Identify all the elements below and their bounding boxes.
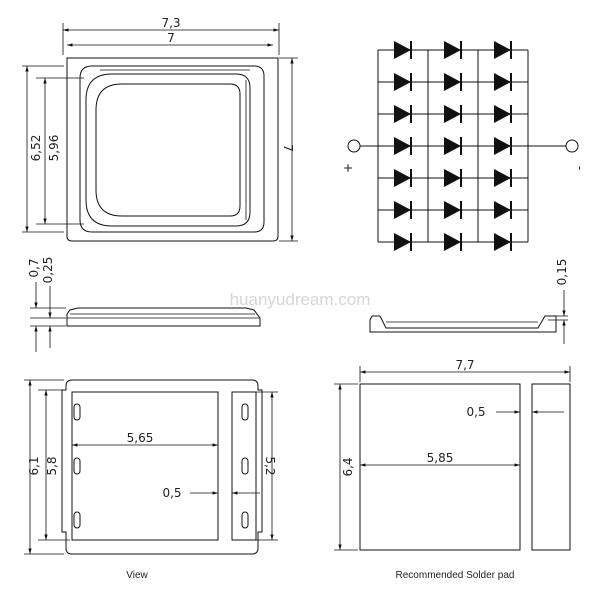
led-diode-icon (394, 169, 411, 187)
top-view-lens (95, 83, 241, 217)
bottom-view: 6,1 5,8 5,65 0,5 5,2 View (24, 379, 278, 581)
led-diode-icon (444, 201, 461, 219)
bottom-view-slot (241, 511, 249, 529)
bottom-view-body (61, 379, 263, 555)
solder-pad-caption: Recommended Solder pad (396, 570, 515, 581)
dim-top-height-lens: 6,52 (29, 135, 43, 162)
side-view-left-body (66, 307, 261, 327)
dim-bottom-pad-height: 5,2 (263, 456, 277, 475)
solder-pad-view: 7,7 0,5 6,4 5,85 Recommended Solder pad (334, 358, 571, 581)
top-view-cavity (85, 73, 251, 227)
led-diode-icon (444, 137, 461, 155)
led-diode-icon (394, 233, 411, 251)
dim-bottom-height-inner: 5,8 (45, 456, 59, 475)
dim-solder-gap: 0,5 (466, 405, 485, 419)
led-diode-icon (394, 41, 411, 59)
led-diode-icon (444, 41, 461, 59)
led-diode-icon (494, 41, 511, 59)
dim-top-height-outer: 7 (281, 144, 295, 152)
bottom-view-slot (73, 511, 81, 529)
led-diode-icon (494, 169, 511, 187)
bottom-view-caption: View (126, 570, 148, 581)
bottom-view-slot (73, 457, 81, 475)
led-diode-icon (494, 105, 511, 123)
dim-side-lens-height: 0,25 (41, 257, 55, 284)
circuit-plus-label: + (341, 163, 355, 173)
top-view-notch (272, 57, 279, 64)
circuit-terminal-positive (347, 139, 361, 153)
dim-side-total-height: 0,7 (27, 258, 41, 277)
bottom-view-electrode-pad (231, 391, 257, 541)
led-diode-icon (444, 233, 461, 251)
led-diode-icon (394, 105, 411, 123)
top-view-inner-frame (79, 65, 265, 233)
bottom-view-slot (241, 457, 249, 475)
solder-pad-thermal (359, 383, 521, 551)
dim-top-height-inner: 5,96 (47, 135, 61, 162)
bottom-view-slot (241, 403, 249, 421)
dim-solder-pad-width: 5,85 (427, 451, 454, 465)
dim-top-width-outer: 7,3 (161, 16, 180, 30)
top-view: 7,3 7 6,52 5,96 7 (22, 16, 298, 242)
top-view-body-outline (66, 57, 279, 242)
circuit-minus-label: - (573, 166, 587, 170)
led-diode-icon (444, 73, 461, 91)
watermark-text: huanyudream.com (230, 290, 371, 309)
top-view-notch (66, 57, 79, 70)
bottom-view-thermal-pad (71, 391, 219, 541)
bottom-view-slot (73, 403, 81, 421)
dim-bottom-height-outer: 6,1 (27, 456, 41, 475)
side-view-right: 0,15 (369, 259, 569, 344)
led-diode-icon (394, 201, 411, 219)
led-diode-icon (494, 137, 511, 155)
led-diode-icon (444, 169, 461, 187)
dim-bottom-gap: 0,5 (162, 486, 181, 500)
dim-solder-width: 7,7 (455, 358, 474, 372)
dim-bottom-pad-width: 5,65 (127, 431, 154, 445)
side-view-right-body (369, 315, 557, 333)
circuit-terminal-negative (565, 139, 579, 153)
led-diode-icon (494, 201, 511, 219)
led-circuit-diagram: + - (341, 41, 587, 251)
led-diode-icon (394, 137, 411, 155)
solder-pad-electrode (531, 383, 571, 551)
side-view-left: 0,7 0,25 (27, 257, 261, 352)
led-diode-icon (394, 73, 411, 91)
led-diode-icon (494, 233, 511, 251)
dim-top-width-inner: 7 (167, 31, 175, 45)
dim-solder-height: 6,4 (341, 457, 355, 476)
led-diode-icon (444, 105, 461, 123)
dim-side-step: 0,15 (555, 259, 569, 286)
led-diode-icon (494, 73, 511, 91)
